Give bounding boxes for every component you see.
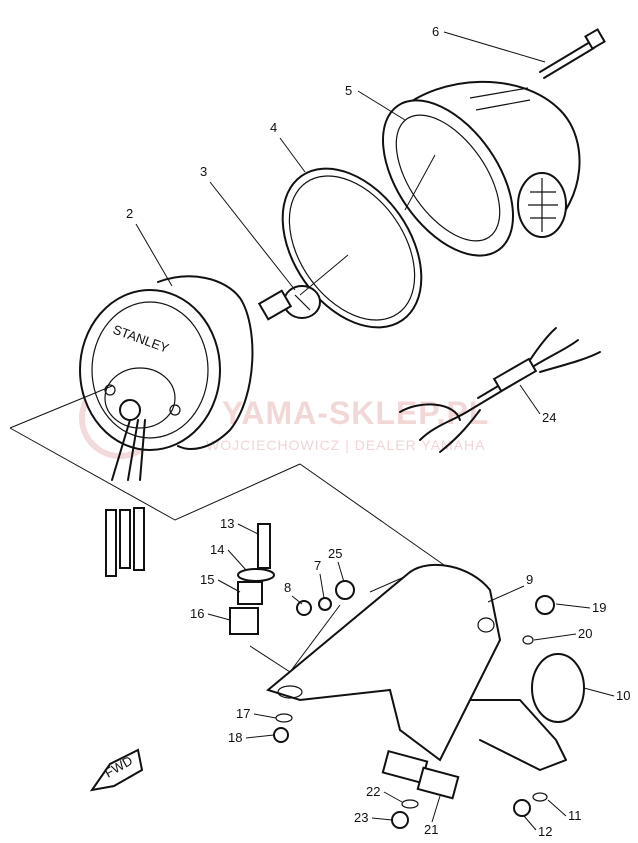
part-5-lens-cover (381, 80, 581, 257)
explode-line-housing (9, 385, 455, 573)
callout-8: 8 (284, 580, 291, 595)
small-hardware (229, 523, 555, 829)
callout-3: 3 (200, 164, 207, 179)
callout-5: 5 (345, 83, 352, 98)
part-9-bracket (265, 563, 567, 771)
callout-10: 10 (616, 688, 630, 703)
callout-labels: 6 5 4 3 2 24 9 13 14 15 16 8 7 25 19 20 … (126, 24, 630, 839)
fwd-arrow-icon: FWD (89, 748, 144, 792)
callout-25: 25 (328, 546, 342, 561)
callout-21: 21 (424, 822, 438, 837)
callout-9: 9 (526, 572, 533, 587)
watermark: YAMA-SKLEP.PL WOJCIECHOWICZ | DEALER YAM… (79, 377, 489, 459)
callout-23: 23 (354, 810, 368, 825)
part-4-gasket (281, 167, 423, 329)
part-3-bulb (257, 285, 321, 321)
callout-19: 19 (592, 600, 606, 615)
callout-15: 15 (200, 572, 214, 587)
callout-22: 22 (366, 784, 380, 799)
callout-7: 7 (314, 558, 321, 573)
callout-14: 14 (210, 542, 224, 557)
callout-24: 24 (542, 410, 556, 425)
watermark-title: YAMA-SKLEP.PL (222, 395, 489, 431)
watermark-subtitle: WOJCIECHOWICZ | DEALER YAMAHA (206, 437, 485, 453)
part-2-housing: STANLEY (79, 275, 254, 577)
callout-12: 12 (538, 824, 552, 839)
callout-16: 16 (190, 606, 204, 621)
callout-6: 6 (432, 24, 439, 39)
part-10-reflector (531, 653, 585, 723)
callout-17: 17 (236, 706, 250, 721)
callout-11: 11 (568, 808, 582, 823)
callout-13: 13 (220, 516, 234, 531)
callout-2: 2 (126, 206, 133, 221)
callout-4: 4 (270, 120, 277, 135)
callout-20: 20 (578, 626, 592, 641)
part-24-wire-harness (399, 327, 601, 453)
callout-18: 18 (228, 730, 242, 745)
part-6-screw (539, 28, 606, 79)
explode-line-bulb (299, 154, 436, 296)
